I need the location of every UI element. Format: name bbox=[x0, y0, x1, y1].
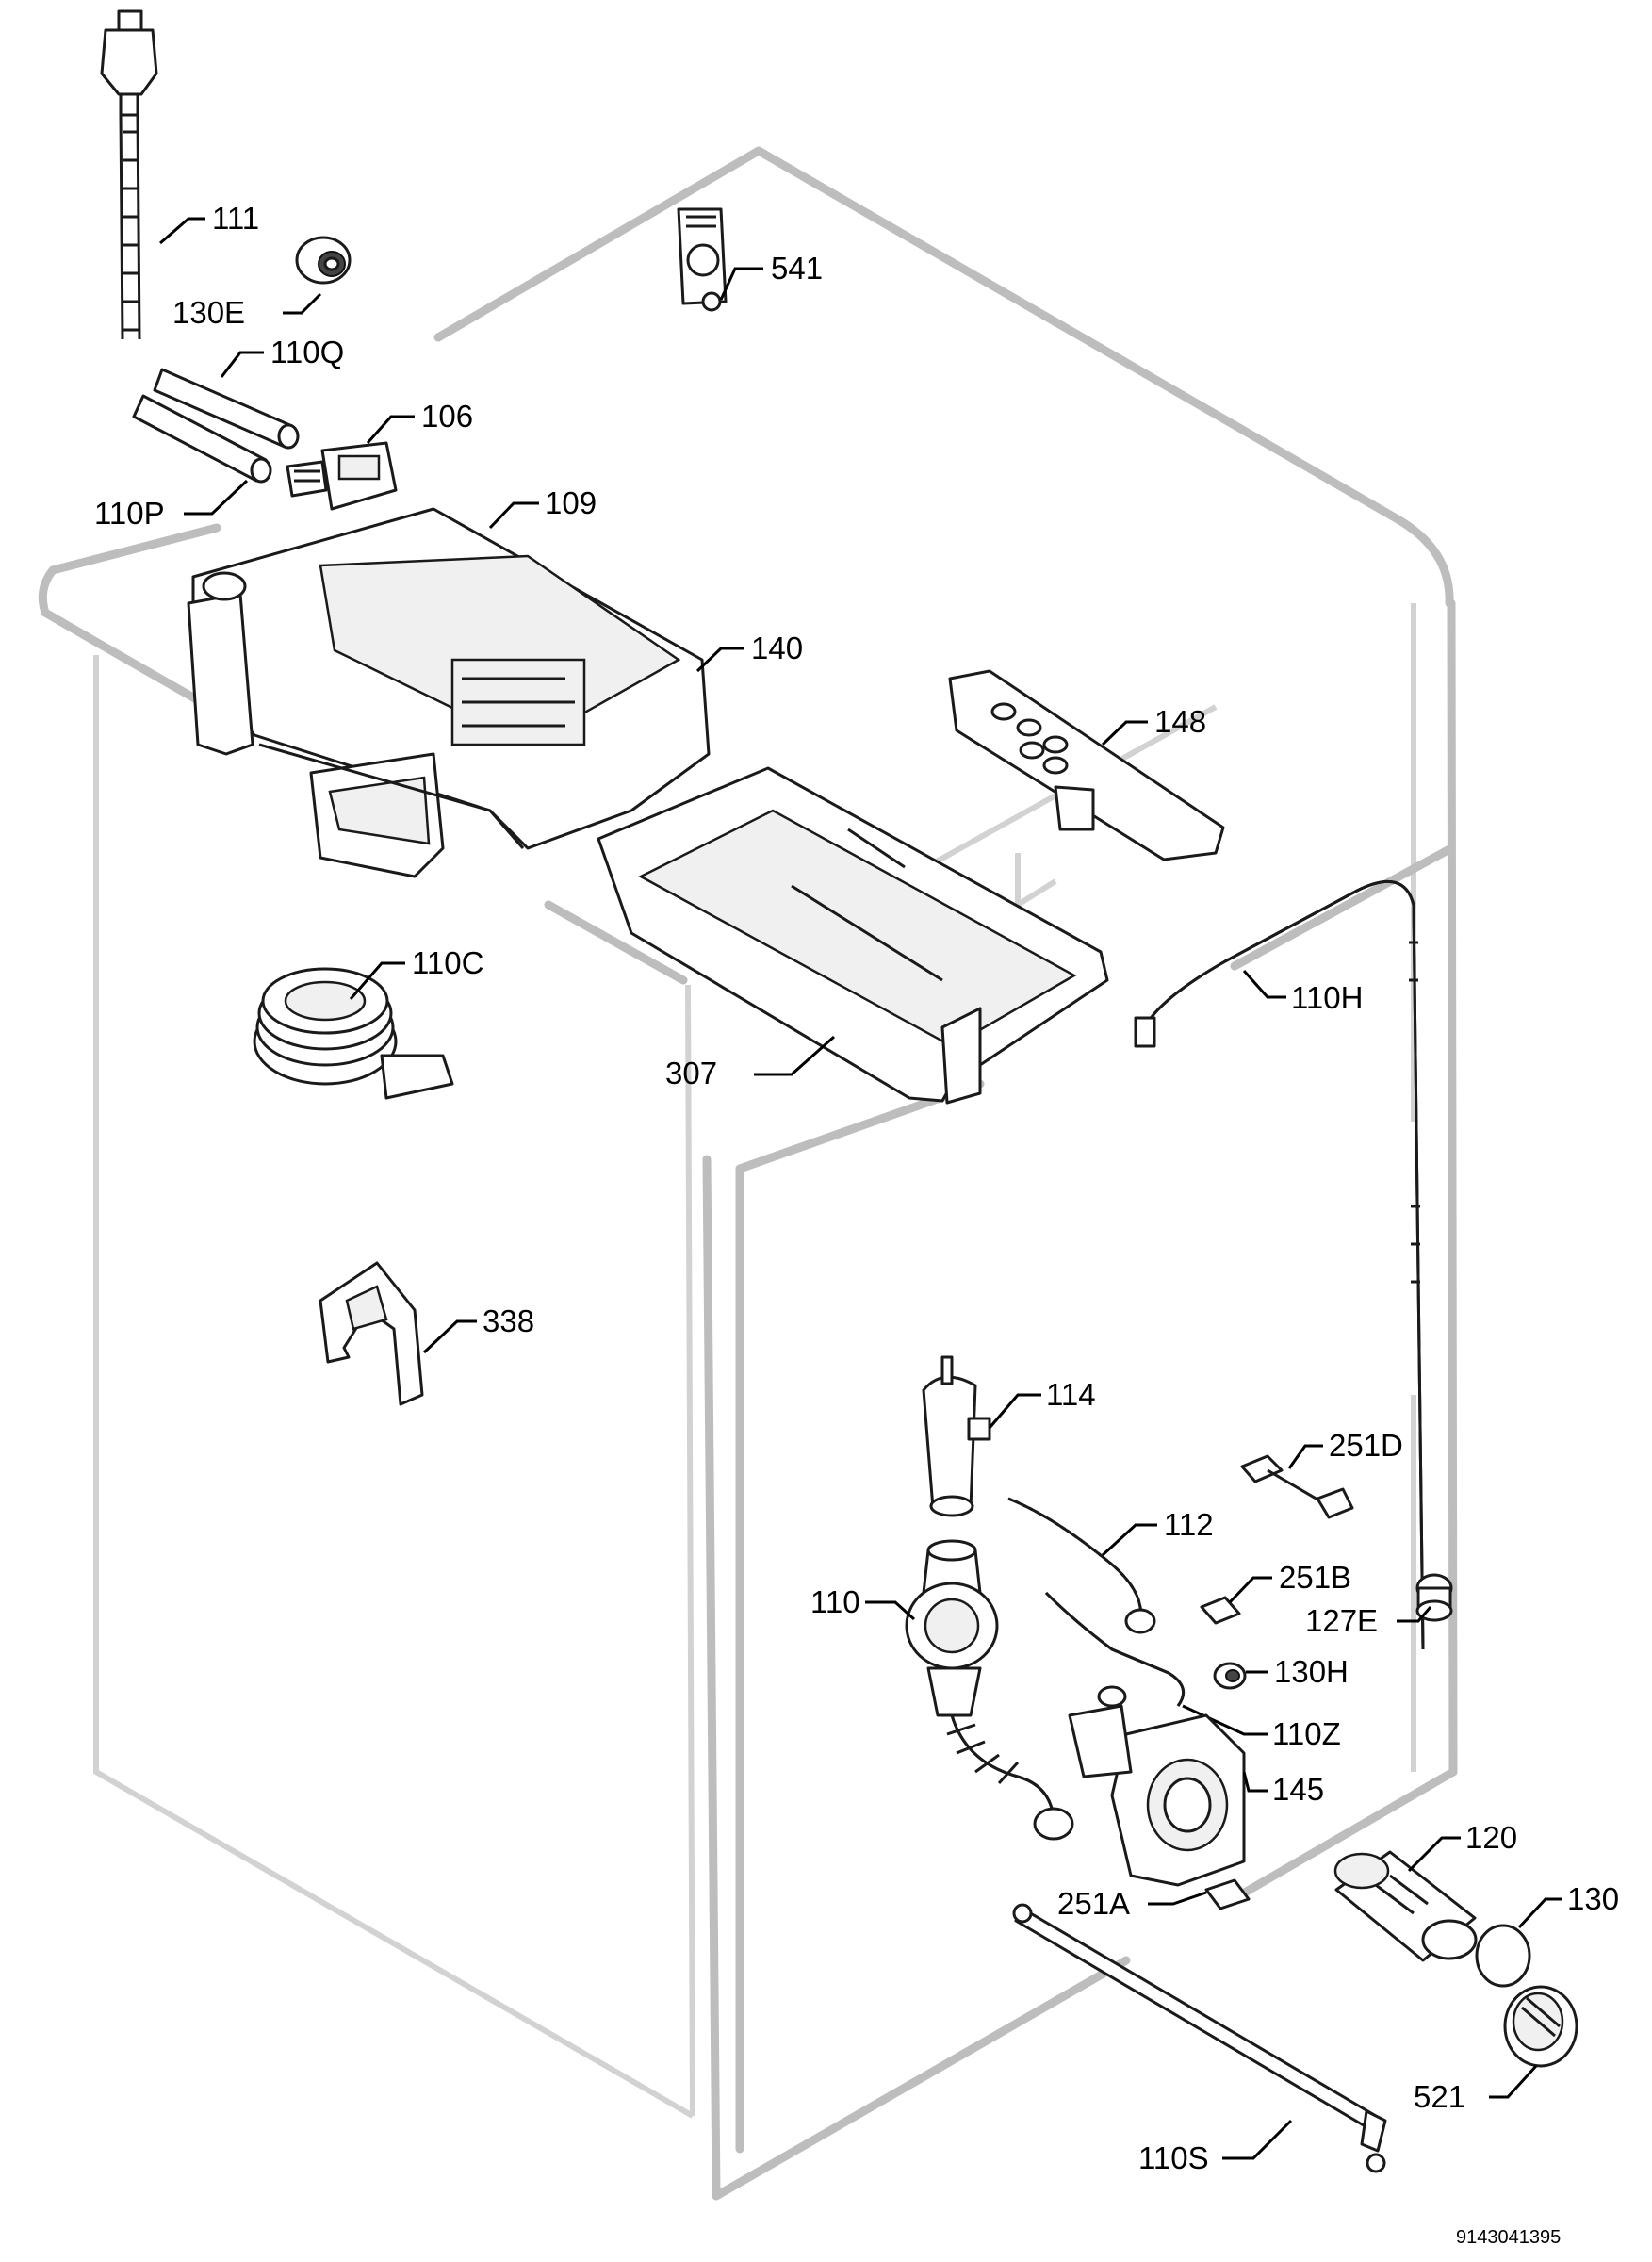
filter-120 bbox=[1333, 1850, 1478, 1962]
bracket-541 bbox=[677, 207, 728, 312]
leader-112 bbox=[1101, 1523, 1157, 1557]
label-140: 140 bbox=[751, 631, 803, 665]
clip-338 bbox=[319, 1261, 424, 1406]
ring-130 bbox=[1475, 1924, 1531, 1988]
diagram-reference-number: 9143041395 bbox=[1456, 2227, 1561, 2248]
cover-148 bbox=[948, 669, 1225, 861]
leader-140 bbox=[695, 647, 744, 673]
label-110C: 110C bbox=[412, 945, 483, 980]
leader-251B bbox=[1228, 1576, 1272, 1604]
leader-127E bbox=[1397, 1606, 1432, 1623]
label-338: 338 bbox=[483, 1303, 534, 1338]
label-307: 307 bbox=[665, 1056, 717, 1090]
connector-251A bbox=[1204, 1878, 1251, 1910]
label-130E: 130E bbox=[172, 295, 245, 330]
label-110Z: 110Z bbox=[1272, 1716, 1341, 1751]
hose-110H bbox=[1134, 879, 1425, 1650]
sump-110 bbox=[905, 1539, 1074, 1841]
label-106: 106 bbox=[421, 399, 473, 434]
cap-521 bbox=[1503, 1985, 1578, 2068]
valve-106 bbox=[286, 441, 398, 511]
bellows-110C bbox=[253, 967, 454, 1100]
hose-110Z bbox=[1044, 1591, 1186, 1707]
leader-251A bbox=[1148, 1891, 1207, 1906]
tube-110Q bbox=[153, 368, 300, 450]
label-110: 110 bbox=[810, 1584, 860, 1619]
label-120: 120 bbox=[1465, 1820, 1517, 1855]
leader-148 bbox=[1101, 720, 1148, 746]
leader-251D bbox=[1287, 1444, 1323, 1469]
pump-145 bbox=[1068, 1685, 1246, 1887]
label-114: 114 bbox=[1046, 1377, 1096, 1412]
leader-114 bbox=[988, 1393, 1041, 1429]
cabinet-outline bbox=[38, 146, 1458, 2201]
inlet-hose-111 bbox=[100, 9, 158, 340]
leader-110C bbox=[349, 961, 405, 1000]
harness-251D bbox=[1240, 1454, 1354, 1519]
label-521: 521 bbox=[1414, 2079, 1465, 2114]
leader-130 bbox=[1517, 1897, 1562, 1929]
label-251B: 251B bbox=[1279, 1560, 1351, 1595]
label-145: 145 bbox=[1272, 1772, 1324, 1807]
leader-120 bbox=[1407, 1836, 1461, 1873]
hose-112 bbox=[1007, 1497, 1156, 1634]
leader-145 bbox=[1242, 1771, 1268, 1793]
leader-521 bbox=[1489, 2064, 1538, 2099]
label-110Q: 110Q bbox=[270, 335, 344, 369]
leader-106 bbox=[366, 415, 415, 444]
label-110P: 110P bbox=[94, 496, 165, 531]
label-130: 130 bbox=[1567, 1881, 1619, 1916]
leader-110Q bbox=[220, 351, 264, 378]
tube-110P bbox=[132, 394, 272, 484]
label-109: 109 bbox=[545, 485, 597, 520]
label-541: 541 bbox=[771, 251, 823, 286]
label-110H: 110H bbox=[1291, 980, 1363, 1015]
rod-110S bbox=[1012, 1903, 1387, 2173]
nut-130E bbox=[295, 236, 352, 285]
leader-110H bbox=[1242, 970, 1286, 999]
leader-307 bbox=[754, 1035, 835, 1076]
leader-110S bbox=[1222, 2119, 1293, 2160]
label-251D: 251D bbox=[1329, 1428, 1403, 1463]
sensor-114 bbox=[922, 1355, 991, 1517]
nut-127E bbox=[1415, 1573, 1453, 1622]
leader-541 bbox=[719, 267, 763, 301]
label-251A: 251A bbox=[1057, 1886, 1130, 1921]
label-127E: 127E bbox=[1305, 1603, 1378, 1638]
nut-130H bbox=[1213, 1662, 1247, 1690]
label-148: 148 bbox=[1154, 704, 1206, 739]
label-112: 112 bbox=[1164, 1507, 1214, 1542]
label-110S: 110S bbox=[1138, 2140, 1209, 2175]
leader-110P bbox=[184, 479, 249, 516]
label-130H: 130H bbox=[1274, 1654, 1349, 1689]
drawer-307 bbox=[597, 766, 1109, 1105]
leader-338 bbox=[422, 1320, 477, 1354]
leader-110 bbox=[865, 1600, 916, 1621]
dispenser-housing-109-140 bbox=[187, 507, 711, 878]
leader-130E bbox=[283, 292, 322, 315]
leader-109 bbox=[488, 501, 539, 530]
leader-111 bbox=[159, 217, 205, 245]
connector-251B bbox=[1200, 1596, 1241, 1625]
label-111: 111 bbox=[212, 201, 259, 236]
